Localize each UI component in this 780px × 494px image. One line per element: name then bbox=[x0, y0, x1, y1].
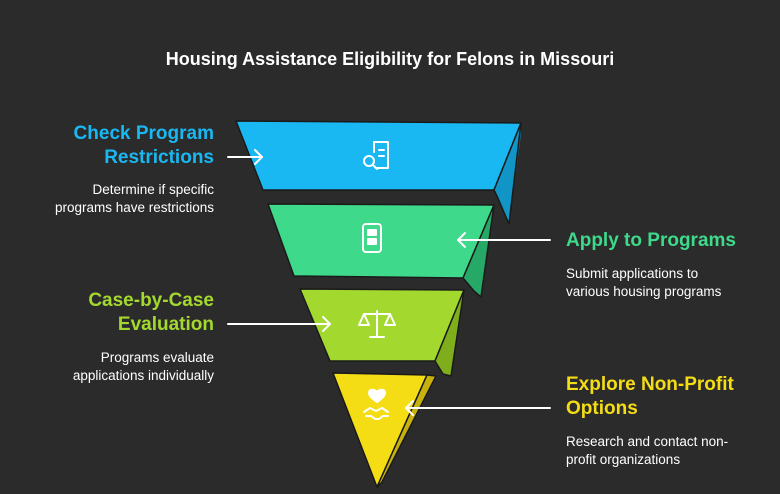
desc-line: profit organizations bbox=[566, 452, 681, 467]
document-search-icon bbox=[363, 141, 389, 170]
desc-line: applications individually bbox=[72, 368, 214, 383]
funnel-segment-non-profit bbox=[332, 372, 437, 488]
funnel-segment-check-restrictions bbox=[235, 120, 522, 225]
arrow-check-restrictions bbox=[227, 149, 263, 165]
step-heading-non-profit: Explore Non-Profit Options bbox=[566, 373, 776, 421]
step-heading-case-evaluation: Case-by-Case Evaluation bbox=[40, 289, 214, 337]
desc-line: Submit applications to bbox=[566, 266, 699, 281]
arrow-non-profit bbox=[405, 400, 551, 416]
heading-line: Case-by-Case bbox=[88, 290, 214, 311]
heading-line: Check Program bbox=[73, 123, 214, 144]
step-desc-apply-programs: Submit applications to various housing p… bbox=[566, 265, 766, 301]
arrow-case-evaluation bbox=[227, 316, 331, 332]
desc-line: Research and contact non- bbox=[566, 434, 729, 449]
funnel-segment-case-evaluation bbox=[299, 288, 465, 377]
step-heading-check-restrictions: Check Program Restrictions bbox=[40, 122, 214, 170]
heading-line: Evaluation bbox=[117, 314, 214, 335]
heading-line: Apply to Programs bbox=[566, 230, 736, 251]
diagram-title: Housing Assistance Eligibility for Felon… bbox=[165, 49, 615, 69]
arrow-apply-programs bbox=[457, 232, 551, 248]
mobile-form-icon bbox=[362, 223, 382, 253]
heading-line: Restrictions bbox=[104, 147, 214, 168]
step-desc-check-restrictions: Determine if specific programs have rest… bbox=[20, 181, 214, 217]
step-heading-apply-programs: Apply to Programs bbox=[566, 229, 766, 253]
balance-scale-icon bbox=[358, 310, 396, 338]
desc-line: Programs evaluate bbox=[100, 350, 214, 365]
step-desc-non-profit: Research and contact non- profit organiz… bbox=[566, 433, 776, 469]
step-desc-case-evaluation: Programs evaluate applications individua… bbox=[20, 349, 214, 385]
desc-line: Determine if specific bbox=[92, 182, 214, 197]
desc-line: various housing programs bbox=[566, 284, 722, 299]
heading-line: Options bbox=[566, 398, 638, 419]
heart-handshake-icon bbox=[363, 388, 389, 420]
desc-line: programs have restrictions bbox=[54, 200, 214, 215]
heading-line: Explore Non-Profit bbox=[566, 374, 734, 395]
